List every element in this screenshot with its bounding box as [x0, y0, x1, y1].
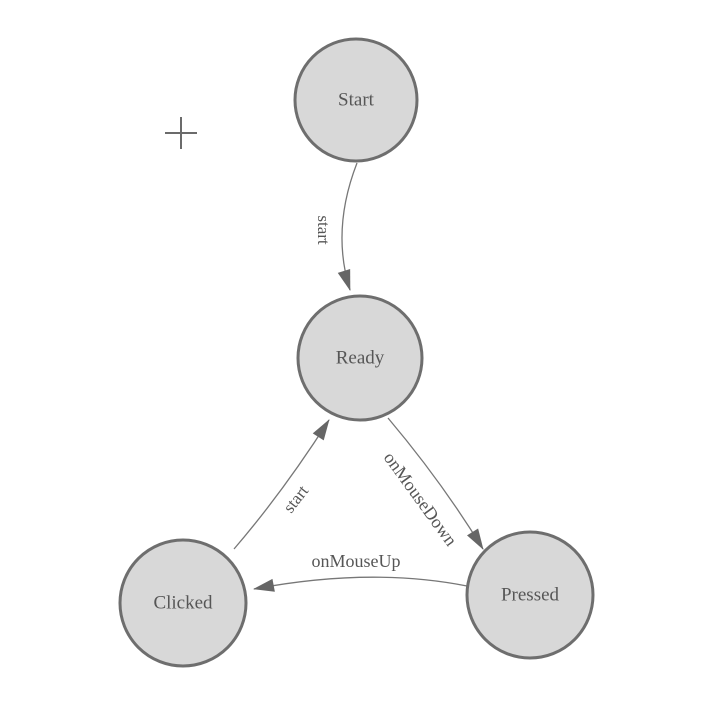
edge-clicked-to-ready[interactable] — [233, 419, 330, 550]
edge-pressed-to-clicked[interactable] — [253, 576, 468, 592]
node-start[interactable]: Start — [293, 37, 419, 163]
node-start-label: Start — [338, 89, 375, 110]
edge-label-start-left: start — [279, 481, 312, 516]
node-pressed[interactable]: Pressed — [465, 530, 595, 660]
node-ready[interactable]: Ready — [296, 294, 424, 422]
crosshair-icon — [165, 117, 197, 149]
edge-label-onmousedown: onMouseDown — [380, 448, 461, 550]
node-clicked[interactable]: Clicked — [118, 538, 248, 668]
node-pressed-label: Pressed — [501, 584, 560, 605]
node-clicked-label: Clicked — [153, 592, 213, 613]
edge-label-start-top: start — [314, 215, 333, 245]
edge-start-to-ready[interactable] — [337, 162, 358, 291]
edge-label-onmouseup: onMouseUp — [312, 551, 401, 571]
node-ready-label: Ready — [336, 347, 385, 368]
edge-ready-to-pressed[interactable] — [387, 417, 484, 550]
